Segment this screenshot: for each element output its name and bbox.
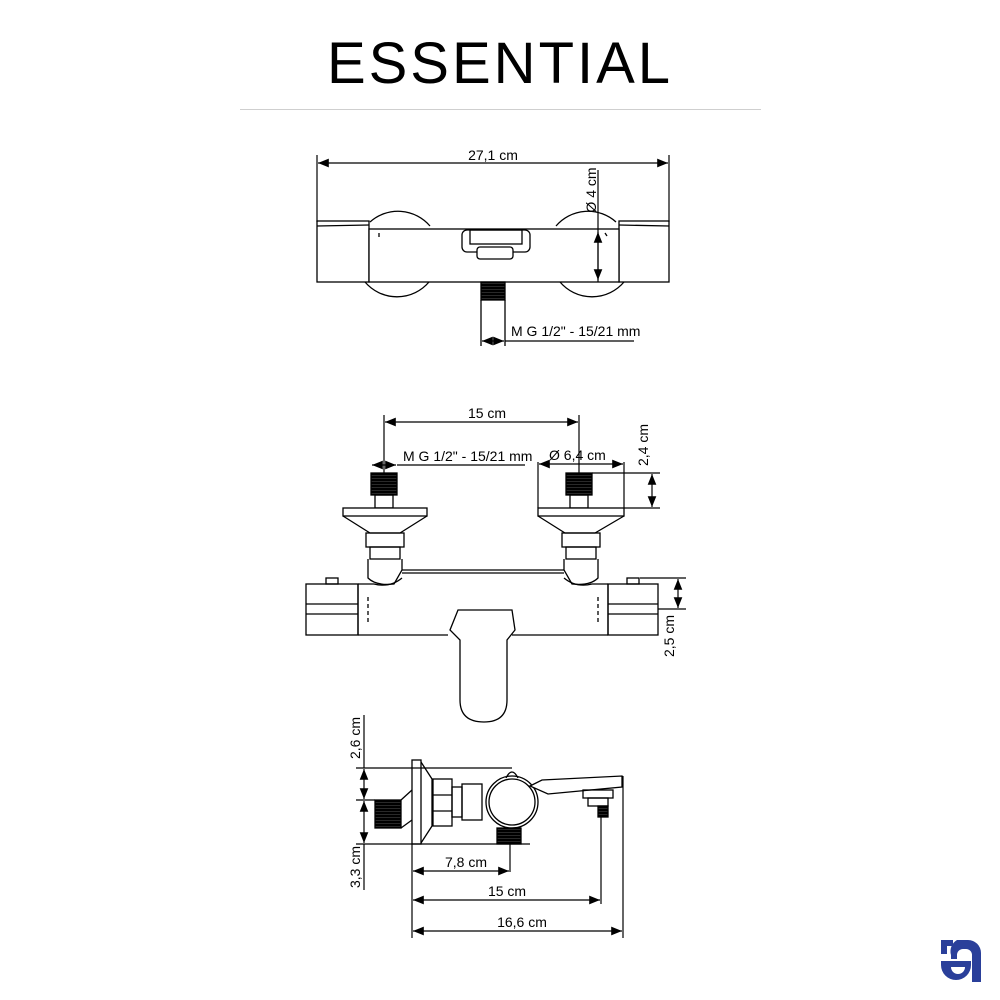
top-view: [316, 210, 670, 346]
front-inlet-thread-label: M G 1/2" - 15/21 mm: [403, 448, 532, 464]
upper-height-label: 2,6 cm: [347, 717, 363, 759]
flange-diameter-label: Ø 6,4 cm: [549, 447, 606, 463]
page-title: ESSENTIAL: [326, 31, 674, 96]
spout-depth-label: 15 cm: [488, 883, 526, 899]
top-width-label: 27,1 cm: [468, 147, 518, 163]
top-outlet-thread-label: M G 1/2" - 15/21 mm: [511, 323, 640, 339]
brand-logo-icon: [941, 940, 981, 982]
body-height-label: 2,5 cm: [661, 615, 677, 657]
front-view-dimensions: [372, 415, 686, 610]
side-view-dimensions: [356, 715, 624, 938]
total-depth-label: 16,6 cm: [497, 914, 547, 930]
lower-height-label: 3,3 cm: [347, 846, 363, 888]
handle-diameter-label: Ø 4 cm: [583, 167, 599, 212]
inlet-spacing-label: 15 cm: [468, 405, 506, 421]
top-view-dimensions: [316, 155, 670, 346]
flange-height-label: 2,4 cm: [635, 424, 651, 466]
outlet-depth-label: 7,8 cm: [445, 854, 487, 870]
front-view: [305, 472, 659, 723]
side-view: [374, 759, 623, 845]
title-divider: [240, 109, 761, 110]
